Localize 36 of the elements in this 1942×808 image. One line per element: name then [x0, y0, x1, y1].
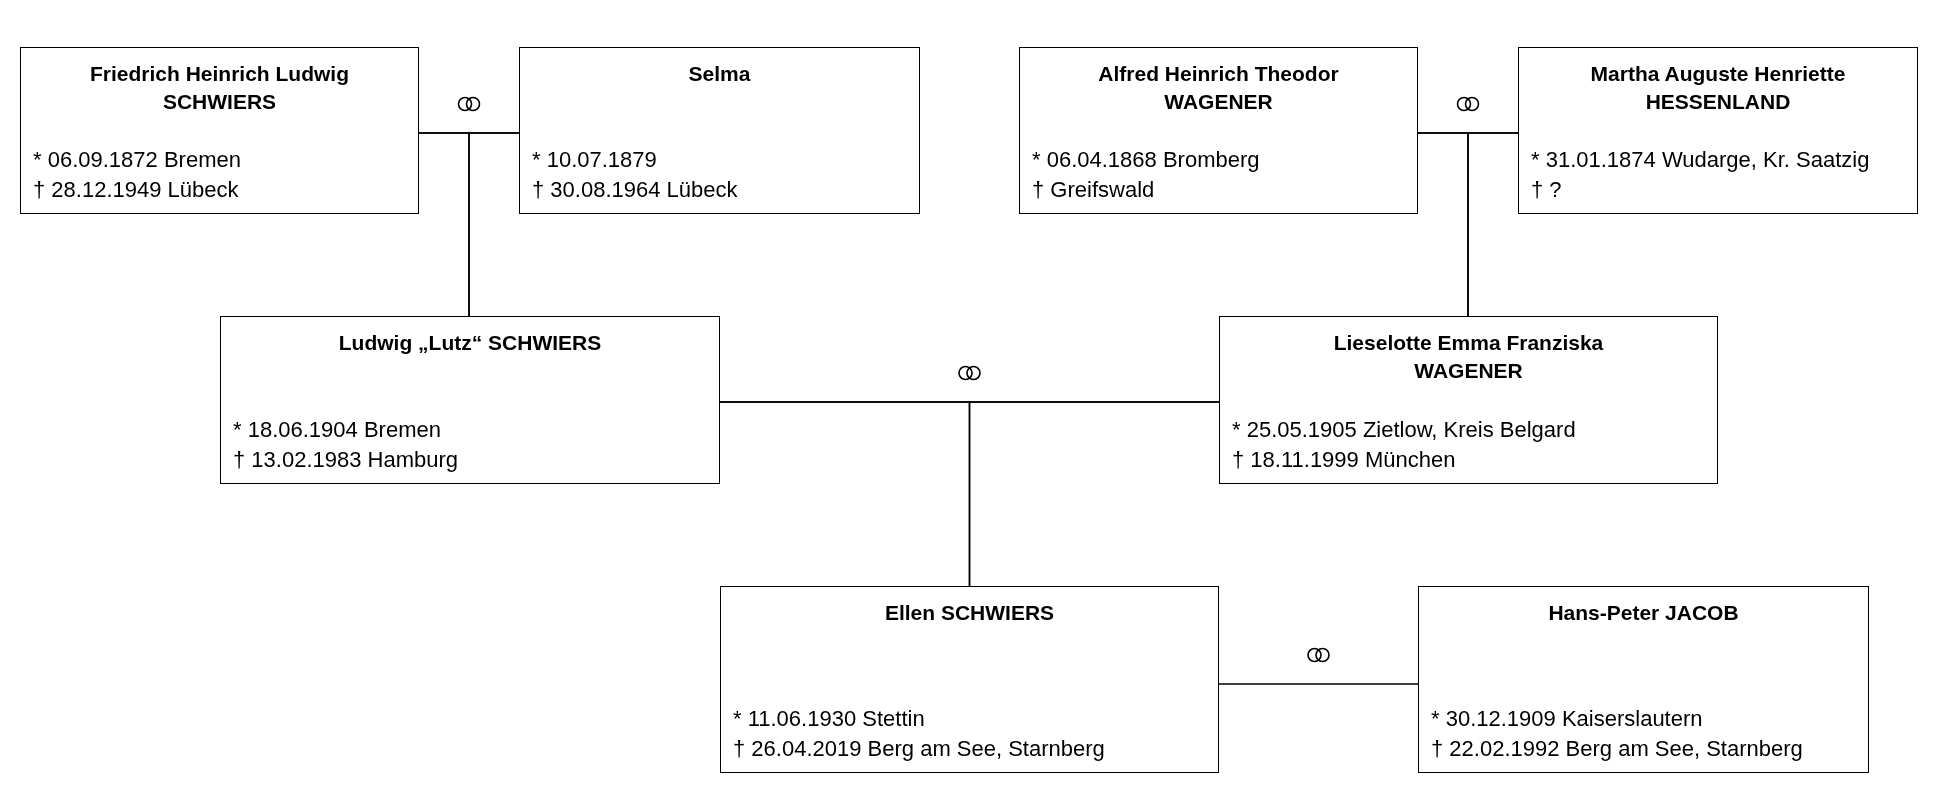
life-date: * 06.04.1868 Bromberg: [1032, 146, 1261, 174]
person-box: [1219, 316, 1718, 484]
life-date: * 11.06.1930 Stettin: [733, 705, 926, 733]
life-date: † 28.12.1949 Lübeck: [33, 176, 240, 204]
person-name: Hans-Peter JACOB: [1548, 600, 1739, 626]
connector-line: [1467, 132, 1519, 317]
person-name: Friedrich Heinrich Ludwig SCHWIERS: [89, 61, 350, 115]
life-date: † 30.08.1964 Lübeck: [532, 176, 739, 204]
life-date: † 18.11.1999 München: [1232, 446, 1457, 474]
person-box: [519, 47, 920, 214]
life-date: * 06.09.1872 Bremen: [33, 146, 242, 174]
person-box: [220, 316, 720, 484]
person-box: [1019, 47, 1418, 214]
person-name: Martha Auguste Henriette HESSENLAND: [1589, 61, 1847, 115]
life-date: † ?: [1531, 176, 1563, 204]
life-date: * 10.07.1879: [532, 146, 658, 174]
person-box: [20, 47, 419, 214]
person-name: Ellen SCHWIERS: [884, 600, 1055, 626]
person-name: Selma: [688, 61, 751, 87]
person-name: Ludwig „Lutz“ SCHWIERS: [338, 330, 602, 356]
life-date: * 30.12.1909 Kaiserslautern: [1431, 705, 1704, 733]
person-name: Lieselotte Emma Franziska WAGENER: [1332, 330, 1605, 384]
person-box: [1418, 586, 1869, 773]
life-date: † 26.04.2019 Berg am See, Starnberg: [733, 735, 1106, 763]
life-date: * 18.06.1904 Bremen: [233, 416, 442, 444]
person-box: [1518, 47, 1918, 214]
person-box: [720, 586, 1219, 773]
connector-line: [968, 401, 1220, 587]
life-date: * 31.01.1874 Wudarge, Kr. Saatzig: [1531, 146, 1871, 174]
life-date: † Greifswald: [1032, 176, 1156, 204]
connector-line: [1218, 683, 1419, 685]
person-name: Alfred Heinrich Theodor WAGENER: [1097, 61, 1340, 115]
life-date: † 22.02.1992 Berg am See, Starnberg: [1431, 735, 1804, 763]
life-date: * 25.05.1905 Zietlow, Kreis Belgard: [1232, 416, 1577, 444]
life-date: † 13.02.1983 Hamburg: [233, 446, 460, 474]
connector-line: [468, 132, 520, 317]
